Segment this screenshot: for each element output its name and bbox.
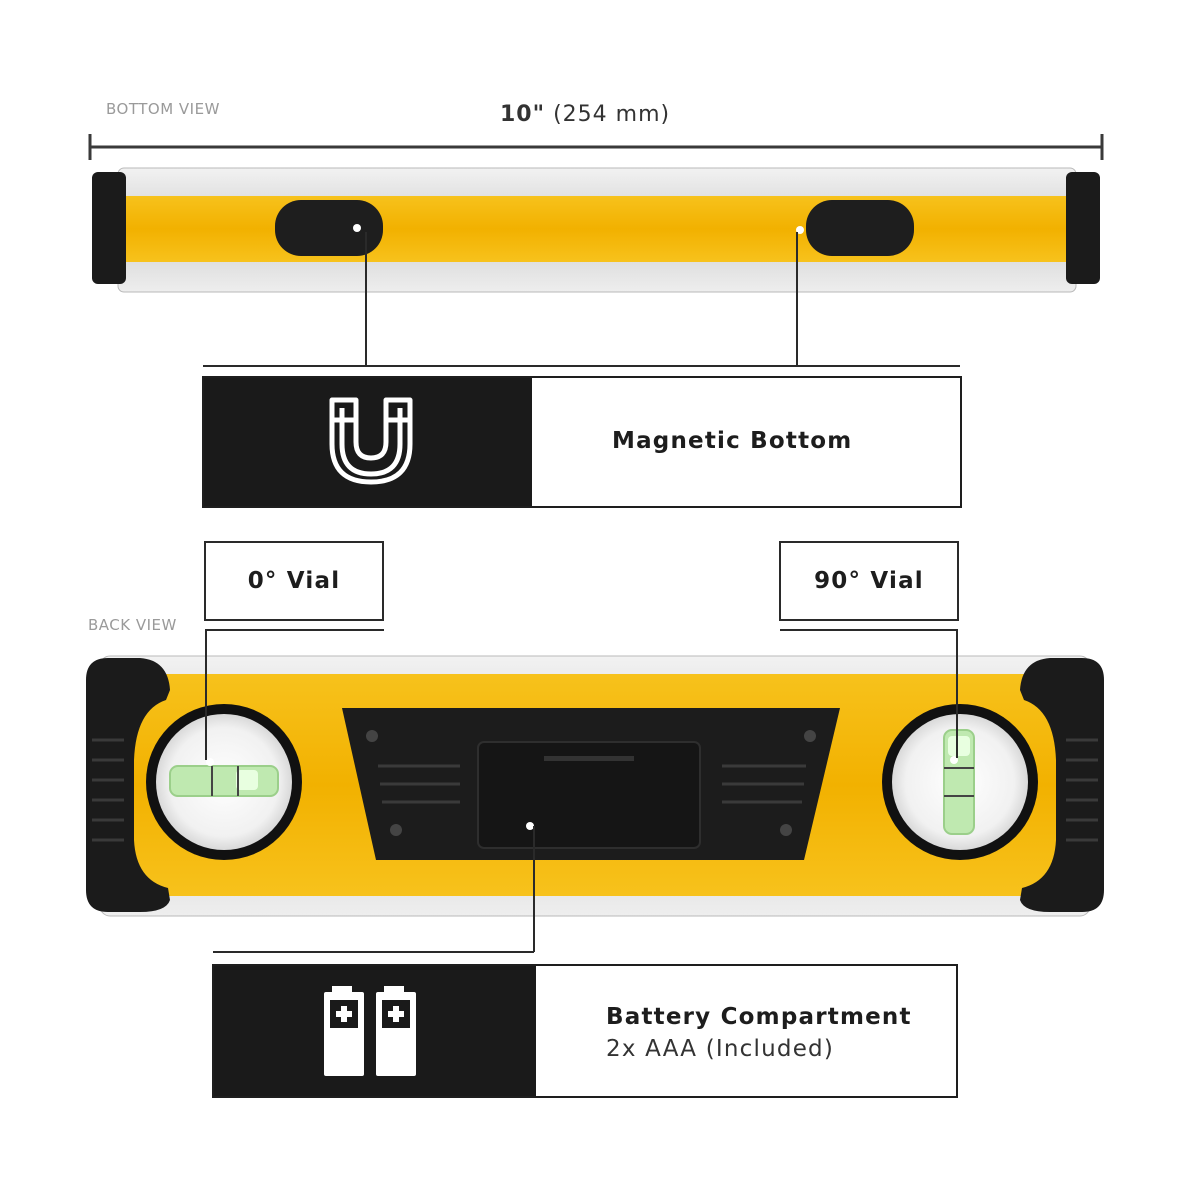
back-view-label: BACK VIEW <box>88 616 177 634</box>
magnetic-bottom-callout: Magnetic Bottom <box>202 376 962 508</box>
dimension-line <box>88 134 1104 160</box>
vial-0-callout: 0° Vial <box>204 541 384 621</box>
battery-compartment-title: Battery Compartment <box>606 1004 912 1030</box>
length-metric: (254 mm) <box>553 102 671 127</box>
bottom-view-label: BOTTOM VIEW <box>106 100 220 118</box>
battery-compartment-callout: Battery Compartment 2x AAA (Included) <box>212 964 958 1098</box>
length-inches: 10" <box>500 102 546 127</box>
magnetic-bottom-title: Magnetic Bottom <box>612 428 853 454</box>
vial-90-degree <box>882 704 1038 860</box>
level-back-view <box>86 655 1104 917</box>
vial-0-degree <box>146 704 302 860</box>
magnet-left <box>275 200 383 256</box>
length-dimension: 10" (254 mm) <box>500 102 670 127</box>
magnetic-icon-panel <box>204 378 532 506</box>
battery-icon <box>324 986 416 1076</box>
level-bottom-view <box>92 167 1100 293</box>
battery-cover <box>477 741 701 849</box>
battery-compartment-subtitle: 2x AAA (Included) <box>606 1036 835 1062</box>
magnet-right <box>806 200 914 256</box>
vial-90-callout: 90° Vial <box>779 541 959 621</box>
magnet-icon <box>329 397 413 485</box>
battery-icon-panel <box>214 966 536 1096</box>
